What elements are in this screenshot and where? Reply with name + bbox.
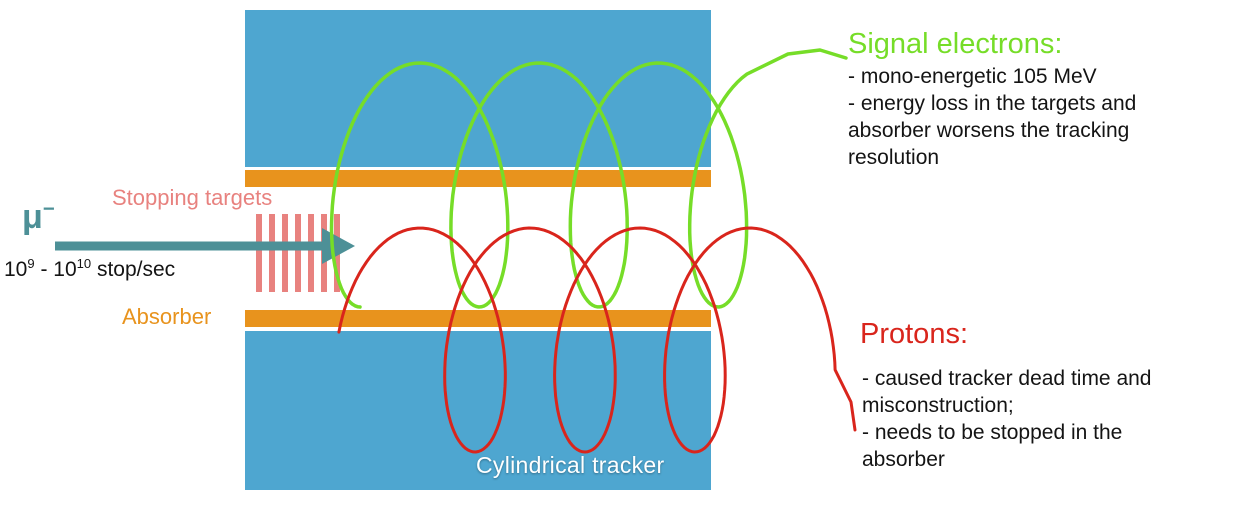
muon-letter: μ	[22, 198, 43, 236]
rate-exp-1: 9	[27, 256, 35, 271]
signal-electrons-bullets: - mono-energetic 105 MeV - energy loss i…	[848, 65, 1137, 169]
target-foil	[282, 214, 288, 292]
target-foil	[295, 214, 301, 292]
stopping-target-bars	[256, 214, 340, 292]
beam-rate: 109 - 1010 stop/sec	[4, 256, 175, 282]
target-foil	[334, 214, 340, 292]
rate-exp-2: 10	[76, 256, 92, 271]
tracker-label: Cylindrical tracker	[476, 452, 665, 478]
rate-base-2: 10	[53, 258, 77, 281]
target-foil	[308, 214, 314, 292]
muon-charge: −	[42, 198, 55, 221]
muon-symbol: μ−	[22, 198, 55, 237]
protons-title: Protons:	[860, 318, 968, 350]
target-foil	[256, 214, 262, 292]
target-foil	[269, 214, 275, 292]
absorber-bar-top	[245, 170, 711, 187]
rate-unit: stop/sec	[91, 258, 176, 281]
stopping-targets-label: Stopping targets	[112, 185, 273, 210]
tracker-top-block	[245, 10, 711, 167]
absorber-bar-bottom	[245, 310, 711, 327]
absorber-label: Absorber	[122, 304, 212, 329]
rate-base-1: 10	[4, 258, 28, 281]
signal-electrons-title: Signal electrons:	[848, 28, 1063, 60]
protons-bullets: - caused tracker dead time and misconstr…	[862, 367, 1152, 471]
rate-separator: -	[34, 258, 54, 281]
target-foil	[321, 214, 327, 292]
